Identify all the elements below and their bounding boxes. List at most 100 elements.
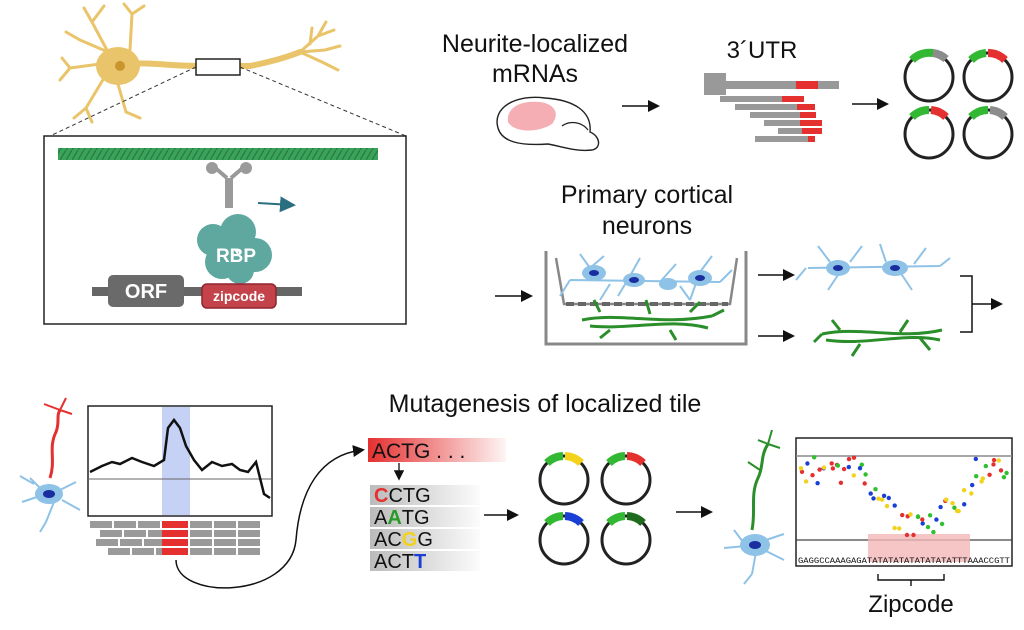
scatter-point bbox=[987, 472, 992, 477]
scatter-point bbox=[915, 514, 921, 520]
mutant-sequence: ACTT bbox=[374, 551, 426, 573]
panel-d: Mutagenesis of localized tile ACTG . . .… bbox=[19, 390, 1013, 618]
scatter-point bbox=[956, 508, 961, 514]
mutant-plasmids-icon bbox=[538, 452, 652, 566]
zipcode-label: zipcode bbox=[213, 288, 265, 304]
scatter-point bbox=[841, 466, 847, 472]
scatter-point bbox=[983, 463, 988, 469]
wildtype-bar bbox=[368, 438, 506, 462]
scatter-point bbox=[881, 493, 887, 498]
sequence-strip: GAGGCCAAAGAGATATATATATATATATATTTAAACCGTT bbox=[798, 556, 1010, 566]
scatter-point bbox=[799, 469, 805, 474]
scatter-point bbox=[803, 479, 809, 484]
scatter-point bbox=[884, 503, 890, 509]
panel-c-title-2: neurons bbox=[602, 212, 692, 240]
neuron-nucleus bbox=[115, 61, 125, 71]
scatter-point bbox=[851, 473, 856, 478]
scatter-point bbox=[838, 480, 844, 485]
scatter-point bbox=[873, 487, 878, 492]
scatter-point bbox=[835, 463, 841, 468]
mutant-bar bbox=[370, 529, 480, 549]
scatter-point bbox=[925, 524, 931, 530]
transport-arrow bbox=[257, 196, 296, 213]
scatter-point bbox=[962, 502, 967, 507]
scatter-point bbox=[950, 501, 955, 506]
panel-b-title-1: Neurite-localized bbox=[442, 30, 628, 58]
scatter-point bbox=[871, 496, 876, 501]
soma-fraction-icon bbox=[795, 243, 951, 291]
scatter-point bbox=[979, 479, 984, 484]
panel-c-title-1: Primary cortical bbox=[561, 181, 733, 209]
reporter-neuron-icon bbox=[723, 429, 785, 585]
scatter-point bbox=[798, 466, 804, 471]
scatter-point bbox=[991, 462, 996, 467]
panel-d-title: Mutagenesis of localized tile bbox=[389, 390, 702, 418]
scatter-point bbox=[911, 532, 916, 538]
scatter-point bbox=[900, 512, 905, 518]
scatter-point bbox=[862, 481, 867, 486]
scatter-point bbox=[810, 473, 815, 478]
mutant-sequence: CCTG bbox=[374, 485, 431, 507]
scatter-point bbox=[868, 491, 873, 496]
microtubule bbox=[58, 148, 378, 160]
mrna-strand bbox=[92, 287, 302, 296]
scatter-point bbox=[998, 468, 1004, 473]
scatter-point bbox=[934, 517, 939, 522]
scatter-point bbox=[859, 462, 864, 467]
zipcode-bracket bbox=[877, 574, 945, 586]
scatter-point bbox=[892, 525, 897, 531]
zipcode-box bbox=[201, 283, 277, 309]
scatter-point bbox=[830, 466, 836, 471]
scatter-point bbox=[897, 526, 902, 531]
zoom-line-left bbox=[49, 66, 197, 137]
scatter-point bbox=[829, 461, 834, 466]
wildtype-seq: ACTG . . . bbox=[372, 440, 465, 463]
scatter-point bbox=[886, 495, 891, 501]
scatter-point bbox=[944, 497, 949, 502]
scatter-point bbox=[952, 505, 957, 510]
panel-a: RBP ORF zipcode bbox=[43, 2, 407, 325]
scatter-point bbox=[812, 455, 817, 460]
utr-label: 3´UTR bbox=[727, 37, 798, 64]
scatter-point bbox=[973, 456, 978, 462]
mutant-sequence: AATG bbox=[374, 507, 430, 529]
rbp-icon bbox=[197, 214, 272, 284]
scatter-point bbox=[939, 521, 945, 527]
orf-label: ORF bbox=[125, 281, 167, 303]
orf-box bbox=[108, 275, 184, 307]
motor-protein-icon bbox=[206, 162, 252, 208]
scatter-point bbox=[969, 491, 974, 496]
mutant-bar bbox=[370, 551, 480, 571]
scatter-points bbox=[798, 455, 1009, 538]
scatter-point bbox=[857, 466, 863, 471]
scatter-point bbox=[879, 497, 885, 502]
scatter-point bbox=[904, 532, 910, 538]
scatter-point bbox=[996, 458, 1001, 463]
scatter-point bbox=[805, 461, 810, 466]
zoom-region-box bbox=[195, 58, 241, 76]
mutant-sequence: ACGG bbox=[374, 529, 433, 551]
scatter-point bbox=[846, 464, 851, 470]
plasmid-library-icon bbox=[903, 48, 1014, 160]
rbp-label: RBP bbox=[216, 246, 256, 267]
neurites-green-icon bbox=[581, 299, 725, 341]
utr-tiles bbox=[704, 73, 839, 142]
zipcode-highlight bbox=[868, 534, 970, 562]
scatter-point bbox=[974, 474, 979, 479]
scatter-point bbox=[892, 503, 897, 508]
scatter-point bbox=[846, 456, 852, 462]
culture-well-icon bbox=[544, 251, 748, 346]
panel-b-title-2: mRNAs bbox=[492, 60, 578, 88]
scatter-point bbox=[927, 513, 933, 518]
scatter-point bbox=[931, 529, 936, 535]
scatter-point bbox=[938, 504, 943, 510]
scatter-point bbox=[920, 521, 925, 526]
panel-b: Neurite-localized mRNAs 3´UTR bbox=[442, 30, 1014, 160]
bracket bbox=[960, 275, 973, 333]
scatter-point bbox=[1004, 470, 1009, 476]
zoom-line-right bbox=[239, 66, 407, 137]
scatter-point bbox=[815, 481, 820, 486]
axon-somas bbox=[582, 265, 712, 290]
